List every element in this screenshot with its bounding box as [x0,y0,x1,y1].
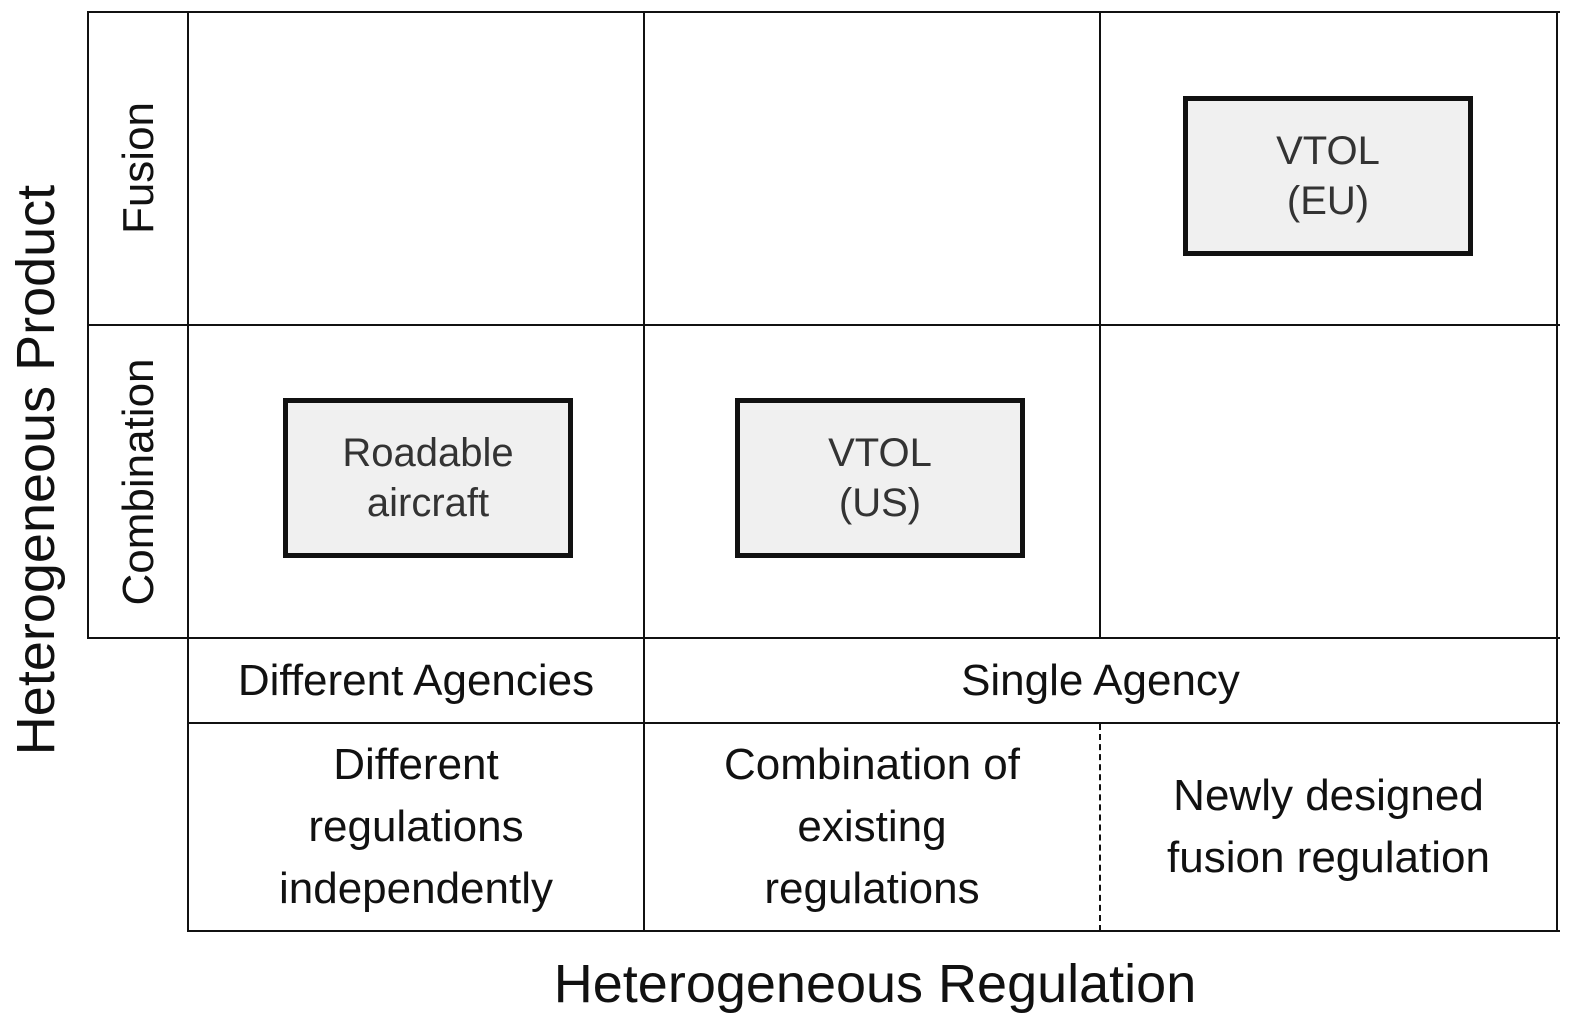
grid-line-table-bottom [188,930,1560,932]
grid-line-right [1556,11,1558,932]
row-label-fusion: Fusion [114,101,163,235]
item-box-roadable-aircraft: Roadable aircraft [283,398,573,558]
grid-line-row-label-divider [187,11,189,932]
row-label-combination: Combination [114,358,163,606]
agency-label-different: Different Agencies [237,655,595,705]
item-box-vtol-eu: VTOL (EU) [1183,96,1473,256]
regulation-label-different: Different regulations independently [278,740,553,913]
regulation-label-fusion: Newly designed fusion regulation [1167,771,1490,882]
grid-line-matrix-bottom [88,637,1560,639]
grid-line-left [87,11,89,639]
y-axis-label: Heterogeneous Product [6,184,66,756]
item-box-vtol-us: VTOL (US) [735,398,1025,558]
grid-line-row-divider [88,324,1560,326]
grid-line-top [88,11,1560,13]
grid-line-col-2 [1099,11,1101,639]
grid-line-col-2-dashed [1099,724,1101,931]
x-axis-label: Heterogeneous Regulation [553,954,1197,1014]
grid-line-agency-bottom [188,722,1560,724]
regulation-label-combination: Combination of existing regulations [724,740,1020,913]
agency-label-single: Single Agency [961,655,1240,705]
grid-line-col-1 [643,11,645,932]
